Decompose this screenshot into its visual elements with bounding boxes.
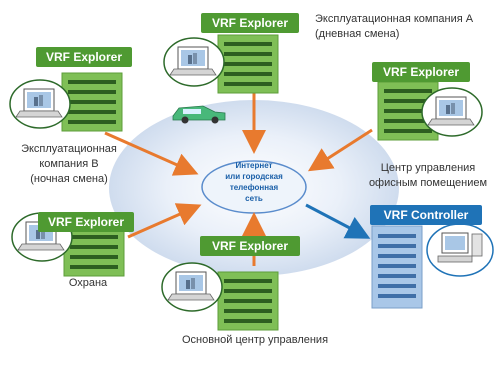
vrf-explorer-tag-left-upper: VRF Explorer xyxy=(36,47,132,67)
label-left-upper-line3: (ночная смена) xyxy=(30,173,108,185)
label-bottom-line1: Основной центр управления xyxy=(181,334,329,346)
label-bottom: Основной центр управления xyxy=(165,333,345,348)
vrf-explorer-tag-left-lower: VRF Explorer xyxy=(38,212,134,232)
label-right-upper: Центр управления офисным помещением xyxy=(364,161,492,191)
arrow-right-upper xyxy=(307,128,373,172)
label-top-line2: (дневная смена) xyxy=(315,28,400,40)
label-left-lower: Охрана xyxy=(58,276,118,291)
network-hub-label: Интернет или городская телефонная сеть xyxy=(202,160,306,204)
laptop-top-bubble xyxy=(163,37,225,87)
hub-line4: сеть xyxy=(245,194,263,203)
laptop-left-upper-bubble xyxy=(9,79,71,129)
vrf-controller-tag: VRF Controller xyxy=(370,205,482,225)
label-top: Эксплуатационная компания А (дневная сме… xyxy=(315,12,473,42)
hub-line3: телефонная xyxy=(229,183,279,192)
label-top-line1: Эксплуатационная компания А xyxy=(315,13,474,25)
label-left-upper-line1: Эксплуатационная xyxy=(21,143,117,155)
label-left-upper: Эксплуатационная компания В (ночная смен… xyxy=(10,142,128,187)
vrf-explorer-tag-top: VRF Explorer xyxy=(201,13,299,33)
controller-pc-bubble xyxy=(426,223,494,277)
arrow-controller xyxy=(305,203,371,239)
arrow-left-lower xyxy=(127,203,202,239)
label-left-upper-line2: компания В xyxy=(39,158,99,170)
car-icon xyxy=(172,105,226,124)
laptop-right-upper-bubble xyxy=(421,87,483,137)
label-left-lower-line1: Охрана xyxy=(68,277,108,289)
vrf-explorer-tag-bottom: VRF Explorer xyxy=(200,236,300,256)
vrf-explorer-tag-right-upper: VRF Explorer xyxy=(372,62,470,82)
hub-line2: или городская xyxy=(225,172,283,181)
label-right-upper-line2: офисным помещением xyxy=(368,177,488,189)
label-right-upper-line1: Центр управления xyxy=(380,162,476,174)
hub-line1: Интернет xyxy=(235,161,273,170)
arrow-left-upper xyxy=(104,131,199,176)
building-top xyxy=(217,34,279,94)
controller-building xyxy=(371,225,423,309)
building-left-upper xyxy=(61,72,123,132)
building-bottom xyxy=(217,271,279,331)
laptop-bottom-bubble xyxy=(161,262,223,312)
